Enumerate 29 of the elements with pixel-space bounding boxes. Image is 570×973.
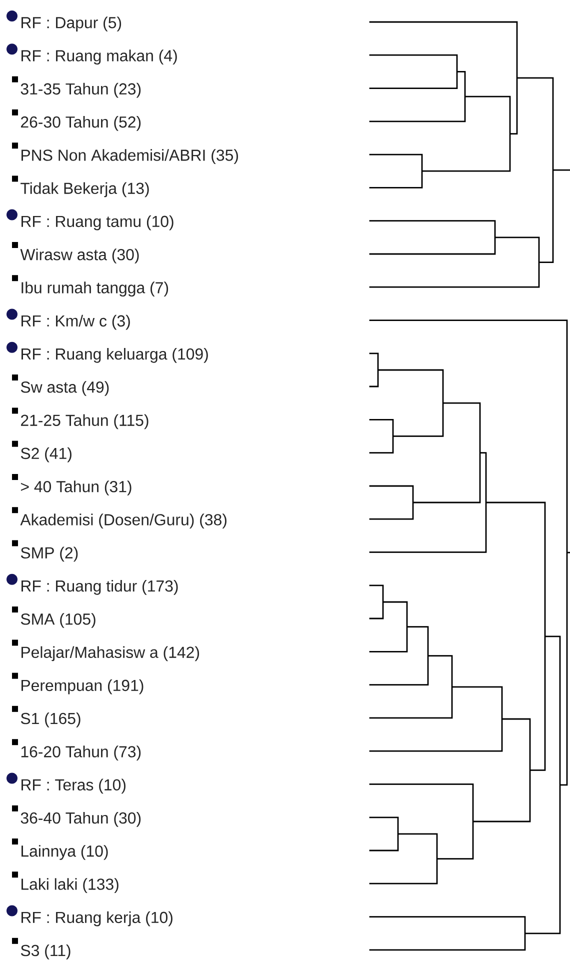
category-label: Tidak Bekerja (13) <box>20 182 149 198</box>
category-label: RF : Ruang makan (4) <box>22 50 177 65</box>
category-label: 26-30 Tahun (52) <box>21 116 141 131</box>
category-label: RF : Dapur (5) <box>22 16 122 32</box>
category-label: Laki laki (133) <box>22 878 118 894</box>
category-label: S1 (165) <box>20 712 80 728</box>
category-label: 31-35 Tahun (23) <box>20 82 141 98</box>
category-label: RF : Ruang tamu (10) <box>22 215 174 230</box>
category-label: 36-40 Tahun (30) <box>20 812 141 827</box>
category-label: S2 (41) <box>20 447 72 462</box>
category-label: SMA (105) <box>20 613 96 628</box>
category-label: Ibu rumah tangga (7) <box>22 282 168 297</box>
category-label: RF : Km/w c (3) <box>22 314 130 330</box>
category-label: 16-20 Tahun (73) <box>21 746 141 761</box>
category-label: PNS Non Akademisi/ABRI (35) <box>22 149 238 164</box>
category-label: Sw asta (49) <box>20 381 109 396</box>
category-label: SMP (2) <box>20 546 78 562</box>
category-label: Akademisi (Dosen/Guru) (38) <box>20 514 226 529</box>
category-label: RF : Ruang kerja (10) <box>22 911 172 926</box>
category-label: RF : Teras (10) <box>22 778 126 794</box>
category-label: Perempuan (191) <box>22 679 144 694</box>
category-label: 21-25 Tahun (115) <box>21 414 148 430</box>
category-label: Pelajar/Mahasisw a (142) <box>22 646 199 662</box>
category-label: Lainnya (10) <box>22 845 108 860</box>
category-label: S3 (11) <box>20 944 70 960</box>
category-label: > 40 Tahun (31) <box>20 480 132 496</box>
category-label: RF : Ruang tidur (173) <box>22 580 178 595</box>
category-label: Wirasw asta (30) <box>20 248 139 264</box>
category-label: RF : Ruang keluarga (109) <box>22 348 208 363</box>
